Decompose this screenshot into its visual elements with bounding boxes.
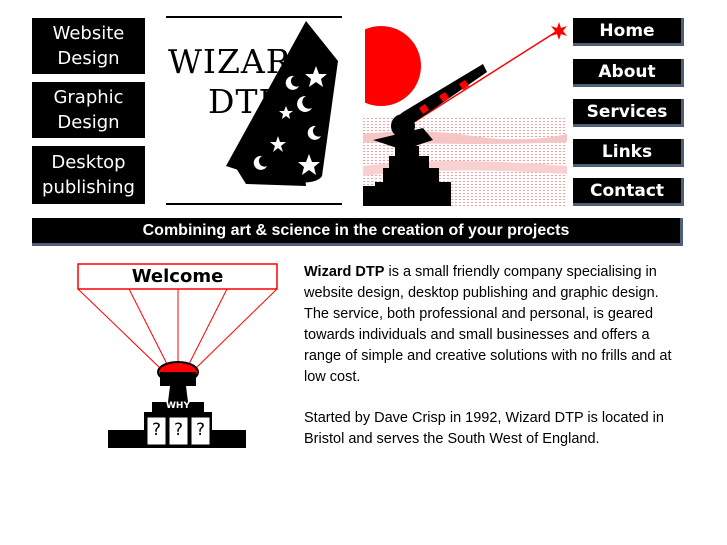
laser-cannon-icon — [341, 22, 567, 206]
side-link-line: Design — [57, 112, 120, 133]
logo-text-line1: WIZARD — [168, 42, 320, 81]
side-link-line: publishing — [42, 177, 135, 198]
welcome-illustration: Welcome WHY ? ? ? — [74, 262, 280, 452]
why-plate-text: WHY — [166, 401, 190, 411]
question-box-text: ? — [151, 420, 162, 440]
intro-text: is a small friendly company specialising… — [304, 264, 672, 385]
nav-about-button[interactable]: About — [573, 59, 684, 87]
side-link-line: Website — [52, 23, 125, 44]
laser-illustration — [341, 16, 567, 206]
tagline-banner: Combining art & science in the creation … — [32, 218, 683, 246]
question-box-text: ? — [173, 420, 184, 440]
side-link-line: Graphic — [53, 87, 124, 108]
question-box-text: ? — [195, 420, 206, 440]
side-link-website-design[interactable]: Website Design — [32, 18, 145, 74]
side-link-line: Desktop — [51, 152, 126, 173]
nav-services-button[interactable]: Services — [573, 99, 684, 127]
history-paragraph: Started by Dave Crisp in 1992, Wizard DT… — [304, 410, 664, 447]
nav-home-button[interactable]: Home — [573, 18, 684, 46]
brand-name: Wizard DTP — [304, 264, 385, 280]
logo-text-line2: DTP — [208, 82, 282, 121]
side-link-graphic-design[interactable]: Graphic Design — [32, 82, 145, 138]
welcome-sign-text: Welcome — [131, 266, 224, 287]
intro-paragraph: Wizard DTP is a small friendly company s… — [304, 262, 684, 388]
side-link-desktop-publishing[interactable]: Desktop publishing — [32, 146, 145, 204]
nav-contact-button[interactable]: Contact — [573, 178, 684, 206]
welcome-projector-icon — [77, 263, 278, 448]
nav-links-button[interactable]: Links — [573, 139, 684, 167]
side-link-line: Design — [57, 48, 120, 69]
wizard-hat-icon — [166, 16, 342, 205]
logo: WIZARD DTP — [166, 16, 342, 206]
